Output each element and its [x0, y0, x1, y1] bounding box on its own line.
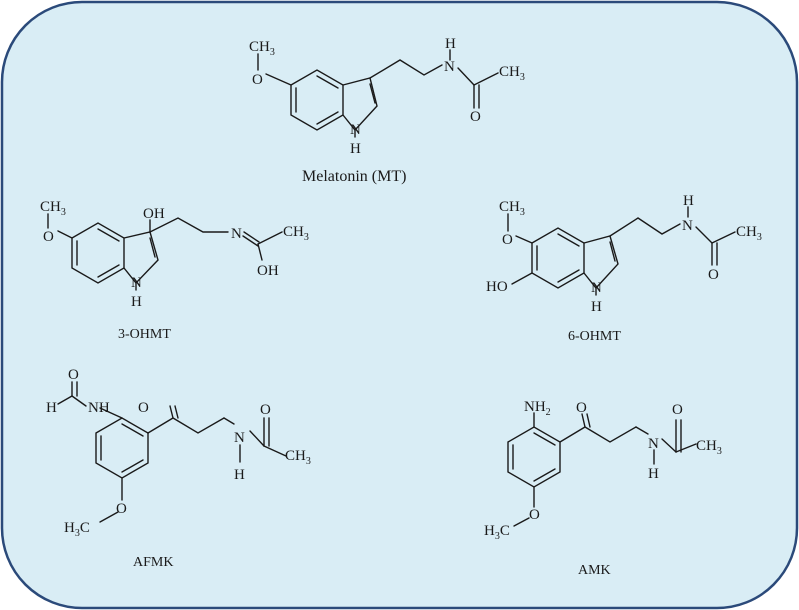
- amk-ketone-o: O: [576, 400, 587, 416]
- afmk-structure: [57, 381, 287, 523]
- afmk-amide-h: H: [234, 467, 245, 483]
- amk-methoxy-o: O: [529, 507, 540, 523]
- afmk-amide-n: N: [234, 430, 245, 446]
- ohmt6-methoxy-o: O: [502, 232, 513, 248]
- ohmt6-methoxy-ch3: CH3: [499, 199, 525, 218]
- ohmt6-ho: HO: [486, 279, 508, 295]
- ohmt6-ch3: CH3: [736, 224, 762, 243]
- melatonin-amide-n: N: [444, 59, 455, 75]
- afmk-nh: NH: [88, 400, 110, 416]
- ohmt3-methoxy-ch3: CH3: [40, 199, 66, 218]
- ohmt3-structure: [47, 213, 283, 291]
- ohmt3-methoxy-o: O: [43, 229, 54, 245]
- melatonin-ring-h: H: [350, 141, 361, 157]
- afmk-ch3: CH3: [285, 448, 311, 467]
- melatonin-nh-h: H: [445, 36, 456, 52]
- afmk-methoxy-o: O: [116, 501, 127, 517]
- ohmt3-oh-bottom: OH: [257, 263, 279, 279]
- ohmt6-carbonyl-o: O: [708, 267, 719, 283]
- amk-structure: [507, 412, 697, 527]
- ohmt3-imine-n: N: [231, 226, 242, 242]
- ohmt3-oh-top: OH: [143, 206, 165, 222]
- amk-amide-h: H: [648, 466, 659, 482]
- afmk-h3c: H3C: [64, 520, 90, 539]
- ohmt6-ring-n: N: [591, 280, 602, 296]
- ohmt6-nh-h: H: [683, 193, 694, 209]
- ohmt6-ring-h: H: [591, 299, 602, 315]
- ohmt3-ch3: CH3: [283, 224, 309, 243]
- amk-amide-n: N: [648, 436, 659, 452]
- ohmt6-amide-n: N: [682, 218, 693, 234]
- melatonin-methoxy-o: O: [252, 72, 263, 88]
- afmk-ketone-o: O: [138, 400, 149, 416]
- amk-amide-o: O: [672, 402, 683, 418]
- amk-h3c: H3C: [484, 523, 510, 542]
- afmk-formyl-o: O: [68, 367, 79, 383]
- amk-ch3: CH3: [696, 438, 722, 457]
- ohmt6-structure: [507, 206, 736, 296]
- afmk-name: AFMK: [133, 555, 173, 570]
- amk-nh2: NH2: [524, 399, 551, 418]
- ohmt3-name: 3-OHMT: [118, 327, 171, 342]
- melatonin-name: Melatonin (MT): [302, 168, 406, 185]
- melatonin-ring-n: N: [350, 122, 361, 138]
- amk-name: AMK: [578, 563, 611, 578]
- melatonin-ch3: CH3: [499, 64, 525, 83]
- afmk-formyl-h: H: [46, 400, 57, 416]
- melatonin-methoxy-ch3: CH3: [249, 39, 275, 58]
- ohmt6-name: 6-OHMT: [568, 329, 621, 344]
- afmk-amide-o: O: [260, 402, 271, 418]
- melatonin-structure: [257, 49, 499, 138]
- ohmt3-ring-h: H: [131, 294, 142, 310]
- ohmt3-ring-n: N: [131, 275, 142, 291]
- melatonin-carbonyl-o: O: [470, 109, 481, 125]
